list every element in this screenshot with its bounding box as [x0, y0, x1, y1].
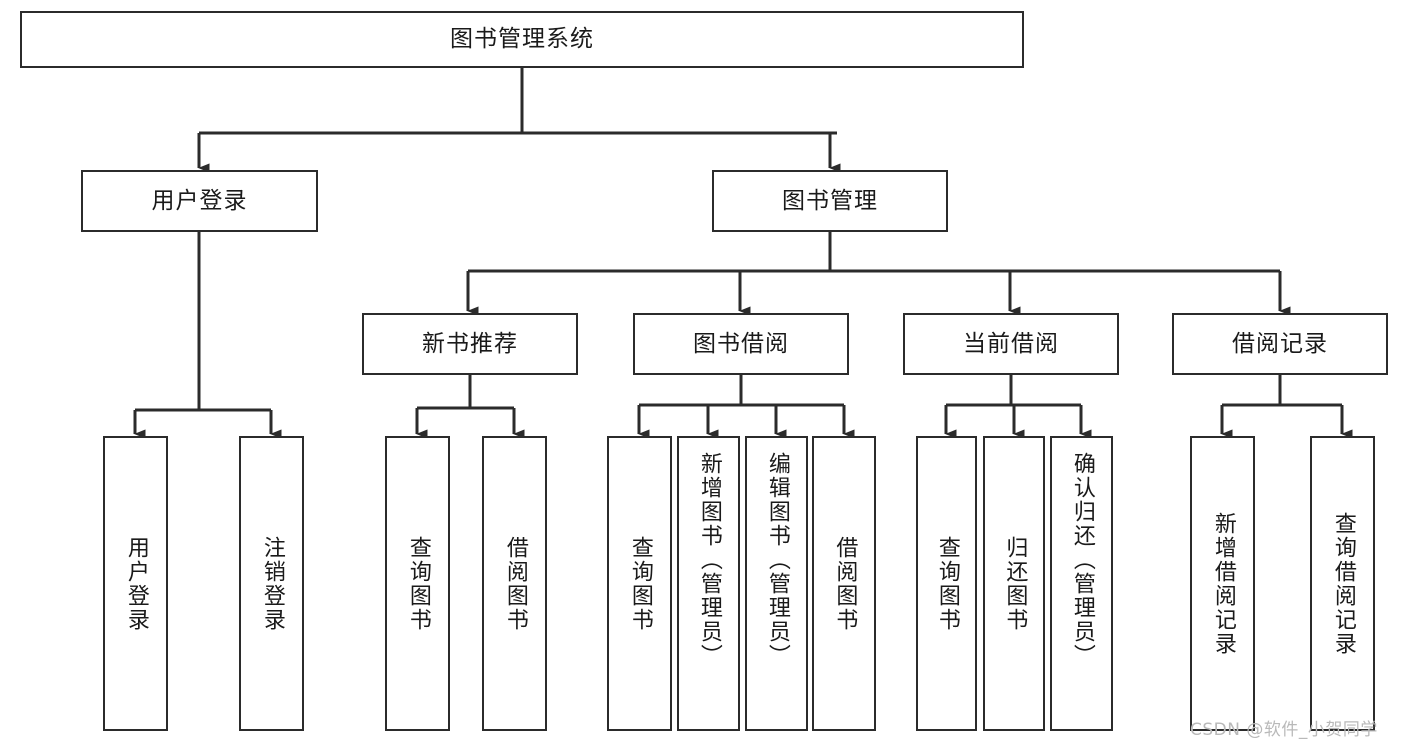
- node-leaf-query-book-2[interactable]: 查询图书: [607, 436, 672, 731]
- node-leaf-confirm-return[interactable]: 确认归还（管理员）: [1050, 436, 1113, 731]
- node-borrow-record[interactable]: 借阅记录: [1172, 313, 1388, 375]
- node-leaf-add-book[interactable]: 新增图书（管理员）: [677, 436, 740, 731]
- node-leaf-user-logout-label: 注销登录: [259, 535, 285, 632]
- node-leaf-user-login-label: 用户登录: [123, 535, 149, 632]
- node-current-borrow-label: 当前借阅: [963, 330, 1059, 357]
- node-leaf-borrow-book-1[interactable]: 借阅图书: [482, 436, 547, 731]
- node-leaf-borrow-book-2-label: 借阅图书: [832, 535, 858, 632]
- node-leaf-add-record[interactable]: 新增借阅记录: [1190, 436, 1255, 731]
- node-leaf-query-book-3-label: 查询图书: [934, 535, 960, 632]
- node-leaf-query-book-1[interactable]: 查询图书: [385, 436, 450, 731]
- node-book-borrow[interactable]: 图书借阅: [633, 313, 849, 375]
- node-leaf-edit-book[interactable]: 编辑图书（管理员）: [745, 436, 808, 731]
- node-leaf-query-book-1-label: 查询图书: [405, 535, 431, 632]
- node-user-login[interactable]: 用户登录: [81, 170, 318, 232]
- node-leaf-confirm-return-label: 确认归还（管理员）: [1069, 452, 1095, 668]
- node-leaf-query-record-label: 查询借阅记录: [1330, 511, 1356, 656]
- node-user-login-label: 用户登录: [151, 187, 248, 214]
- node-leaf-query-record[interactable]: 查询借阅记录: [1310, 436, 1375, 731]
- node-leaf-add-record-label: 新增借阅记录: [1210, 511, 1236, 656]
- node-root-label: 图书管理系统: [450, 26, 594, 53]
- node-leaf-return-book[interactable]: 归还图书: [983, 436, 1045, 731]
- node-leaf-query-book-2-label: 查询图书: [627, 535, 653, 632]
- node-leaf-borrow-book-1-label: 借阅图书: [502, 535, 528, 632]
- node-leaf-borrow-book-2[interactable]: 借阅图书: [812, 436, 876, 731]
- node-book-borrow-label: 图书借阅: [693, 330, 789, 357]
- node-leaf-query-book-3[interactable]: 查询图书: [916, 436, 977, 731]
- node-root[interactable]: 图书管理系统: [20, 11, 1024, 68]
- node-leaf-user-logout[interactable]: 注销登录: [239, 436, 304, 731]
- node-leaf-add-book-label: 新增图书（管理员）: [696, 452, 722, 668]
- node-current-borrow[interactable]: 当前借阅: [903, 313, 1119, 375]
- node-book-mgmt-label: 图书管理: [782, 187, 878, 214]
- node-leaf-user-login[interactable]: 用户登录: [103, 436, 168, 731]
- node-new-book-rec[interactable]: 新书推荐: [362, 313, 578, 375]
- watermark-text: CSDN @软件_小贺同学: [1190, 720, 1378, 740]
- node-leaf-return-book-label: 归还图书: [1002, 535, 1028, 632]
- node-new-book-rec-label: 新书推荐: [422, 330, 518, 357]
- node-leaf-edit-book-label: 编辑图书（管理员）: [764, 452, 790, 668]
- node-borrow-record-label: 借阅记录: [1232, 330, 1328, 357]
- node-book-mgmt[interactable]: 图书管理: [712, 170, 948, 232]
